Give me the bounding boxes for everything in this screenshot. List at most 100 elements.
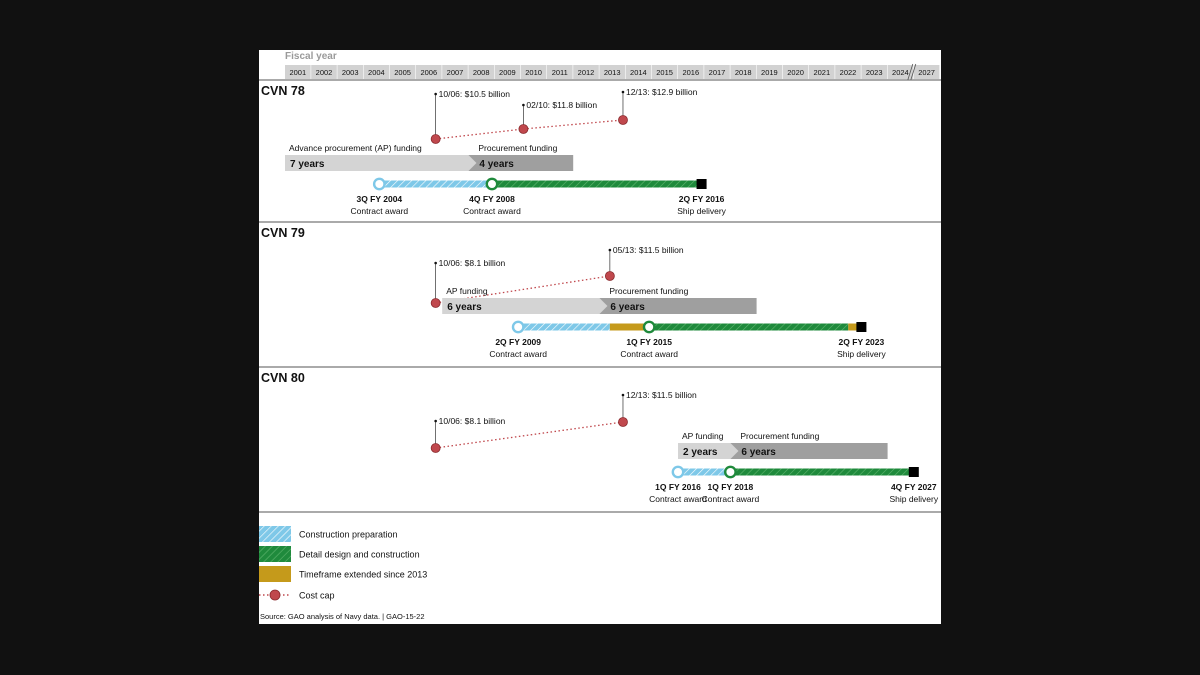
cvn-78-procurement-funding-label: Procurement funding xyxy=(478,143,557,153)
cvn-79-cost-cap-marker xyxy=(604,271,615,281)
year-label-2020: 2020 xyxy=(787,68,804,77)
year-cell xyxy=(468,65,494,79)
cvn-80-title: CVN 80 xyxy=(261,371,305,385)
cvn-79-milestone-desc: Ship delivery xyxy=(837,349,886,359)
cvn-79-ap-funding-label: AP funding xyxy=(446,286,488,296)
legend-label-construction-prep: Construction preparation xyxy=(299,530,398,540)
cvn-78-milestone-marker xyxy=(372,177,386,191)
cvn-79-procurement-funding-years: 6 years xyxy=(610,302,645,313)
cvn-79-milestone-date: 2Q FY 2023 xyxy=(839,337,885,347)
cvn-79-procurement-funding-label: Procurement funding xyxy=(609,286,688,296)
legend-label-cost-cap: Cost cap xyxy=(299,591,335,601)
cvn-78-cost-leader-dot xyxy=(522,103,525,107)
cvn-78-title: CVN 78 xyxy=(261,84,305,98)
cvn-80-cost-leader-dot xyxy=(434,419,437,423)
year-label-2004: 2004 xyxy=(368,68,385,77)
cvn-78-ship-delivery-marker xyxy=(696,179,707,189)
cvn-79-cost-label: 10/06: $8.1 billion xyxy=(439,258,506,268)
cvn-78-milestone-desc: Ship delivery xyxy=(677,206,726,216)
axis-break-mark xyxy=(907,63,914,81)
legend-cost-cap-swatch xyxy=(269,589,281,601)
cvn-80-procurement-funding-bar xyxy=(730,443,888,459)
year-cell xyxy=(494,65,521,79)
year-label-2007: 2007 xyxy=(447,68,464,77)
cvn-78-milestone-date: 3Q FY 2004 xyxy=(356,194,402,204)
year-label-2013: 2013 xyxy=(604,68,621,77)
year-label-2019: 2019 xyxy=(761,68,778,77)
year-label-2006: 2006 xyxy=(420,68,437,77)
cvn-80-milestone-date: 4Q FY 2027 xyxy=(891,482,937,492)
legend-swatch-construction-prep xyxy=(259,526,291,542)
cvn-79-ship-delivery-marker xyxy=(856,322,867,332)
year-cell xyxy=(651,65,678,79)
cvn-78-cost-leader-dot xyxy=(434,92,437,96)
year-label-2024: 2024 xyxy=(892,68,909,77)
year-label-2009: 2009 xyxy=(499,68,516,77)
year-label-2023: 2023 xyxy=(866,68,883,77)
cvn-79-cost-label: 05/13: $11.5 billion xyxy=(613,245,684,255)
year-cell xyxy=(861,65,887,79)
cvn-80-phase-detail-design xyxy=(730,468,914,476)
cvn-79-milestone-desc: Contract award xyxy=(489,349,547,359)
year-cell xyxy=(756,65,783,79)
cvn-78-ap-funding-bar xyxy=(285,155,477,171)
cvn-80-procurement-funding-years: 6 years xyxy=(741,447,776,458)
year-label-2021: 2021 xyxy=(813,68,830,77)
year-cell xyxy=(809,65,835,79)
year-cell xyxy=(704,65,730,79)
cvn-78-cost-cap-marker xyxy=(430,134,441,144)
cvn-78-cost-cap-marker xyxy=(618,115,628,125)
cvn-80-milestone-desc: Contract award xyxy=(649,494,707,504)
year-label-2014: 2014 xyxy=(630,68,647,77)
legend-swatch-detail-design xyxy=(259,546,291,562)
cvn-78-phase-construction-prep xyxy=(379,180,492,188)
cvn-79-milestone-date: 2Q FY 2009 xyxy=(495,337,541,347)
year-cell xyxy=(678,65,704,79)
cvn-78-cost-label: 02/10: $11.8 billion xyxy=(526,100,597,110)
axis-break-mark xyxy=(910,63,917,81)
year-label-2022: 2022 xyxy=(840,68,857,77)
year-cell xyxy=(887,65,914,79)
fiscal-year-title: Fiscal year xyxy=(285,51,337,62)
cvn-78-cost-cap-marker xyxy=(518,124,529,134)
cvn-80-ap-funding-years: 2 years xyxy=(683,447,718,458)
cvn-78-milestone-marker xyxy=(485,177,499,191)
cvn-80-cost-leader-dot xyxy=(621,393,625,397)
legend-swatch-extended xyxy=(259,566,291,582)
cvn-79-cost-leader-dot xyxy=(608,248,612,252)
cvn-80-milestone-date: 1Q FY 2016 xyxy=(655,482,701,492)
legend-label-extended: Timeframe extended since 2013 xyxy=(299,570,427,580)
cvn-79-milestone-desc: Contract award xyxy=(620,349,678,359)
legend-label-detail-design: Detail design and construction xyxy=(299,550,420,560)
year-cell xyxy=(442,65,468,79)
cvn-80-phase-construction-prep xyxy=(678,468,731,476)
cvn-78-procurement-funding-years: 4 years xyxy=(479,159,514,170)
year-cell xyxy=(285,65,311,79)
cvn-78-cost-label: 12/13: $12.9 billion xyxy=(626,87,698,97)
year-cell xyxy=(547,65,573,79)
cvn-80-milestone-desc: Ship delivery xyxy=(889,494,938,504)
year-label-2027: 2027 xyxy=(918,68,935,77)
cvn-79-phase-extended xyxy=(848,323,862,331)
cvn-78-ap-funding-years: 7 years xyxy=(290,159,325,170)
year-label-2018: 2018 xyxy=(735,68,752,77)
year-label-2008: 2008 xyxy=(473,68,490,77)
cvn-79-phase-construction-prep xyxy=(518,323,610,331)
year-cell xyxy=(835,65,861,79)
cvn-80-milestone-desc: Contract award xyxy=(702,494,760,504)
cvn-80-ap-funding-label: AP funding xyxy=(682,431,724,441)
cvn-79-phase-detail-design xyxy=(649,323,849,331)
year-label-2001: 2001 xyxy=(289,68,306,77)
cvn-80-milestone-date: 1Q FY 2018 xyxy=(708,482,754,492)
cvn-79-cost-cap-marker xyxy=(430,298,441,308)
cvn-80-procurement-funding-label: Procurement funding xyxy=(740,431,819,441)
year-cell xyxy=(573,65,599,79)
cvn-78-cost-leader-dot xyxy=(621,90,625,94)
cvn-78-milestone-desc: Contract award xyxy=(350,206,408,216)
cvn-79-milestone-marker xyxy=(511,320,525,334)
year-cell xyxy=(363,65,390,79)
year-label-2003: 2003 xyxy=(342,68,359,77)
cvn-80-cost-label: 12/13: $11.5 billion xyxy=(626,390,697,400)
cvn-78-milestone-date: 4Q FY 2008 xyxy=(469,194,515,204)
